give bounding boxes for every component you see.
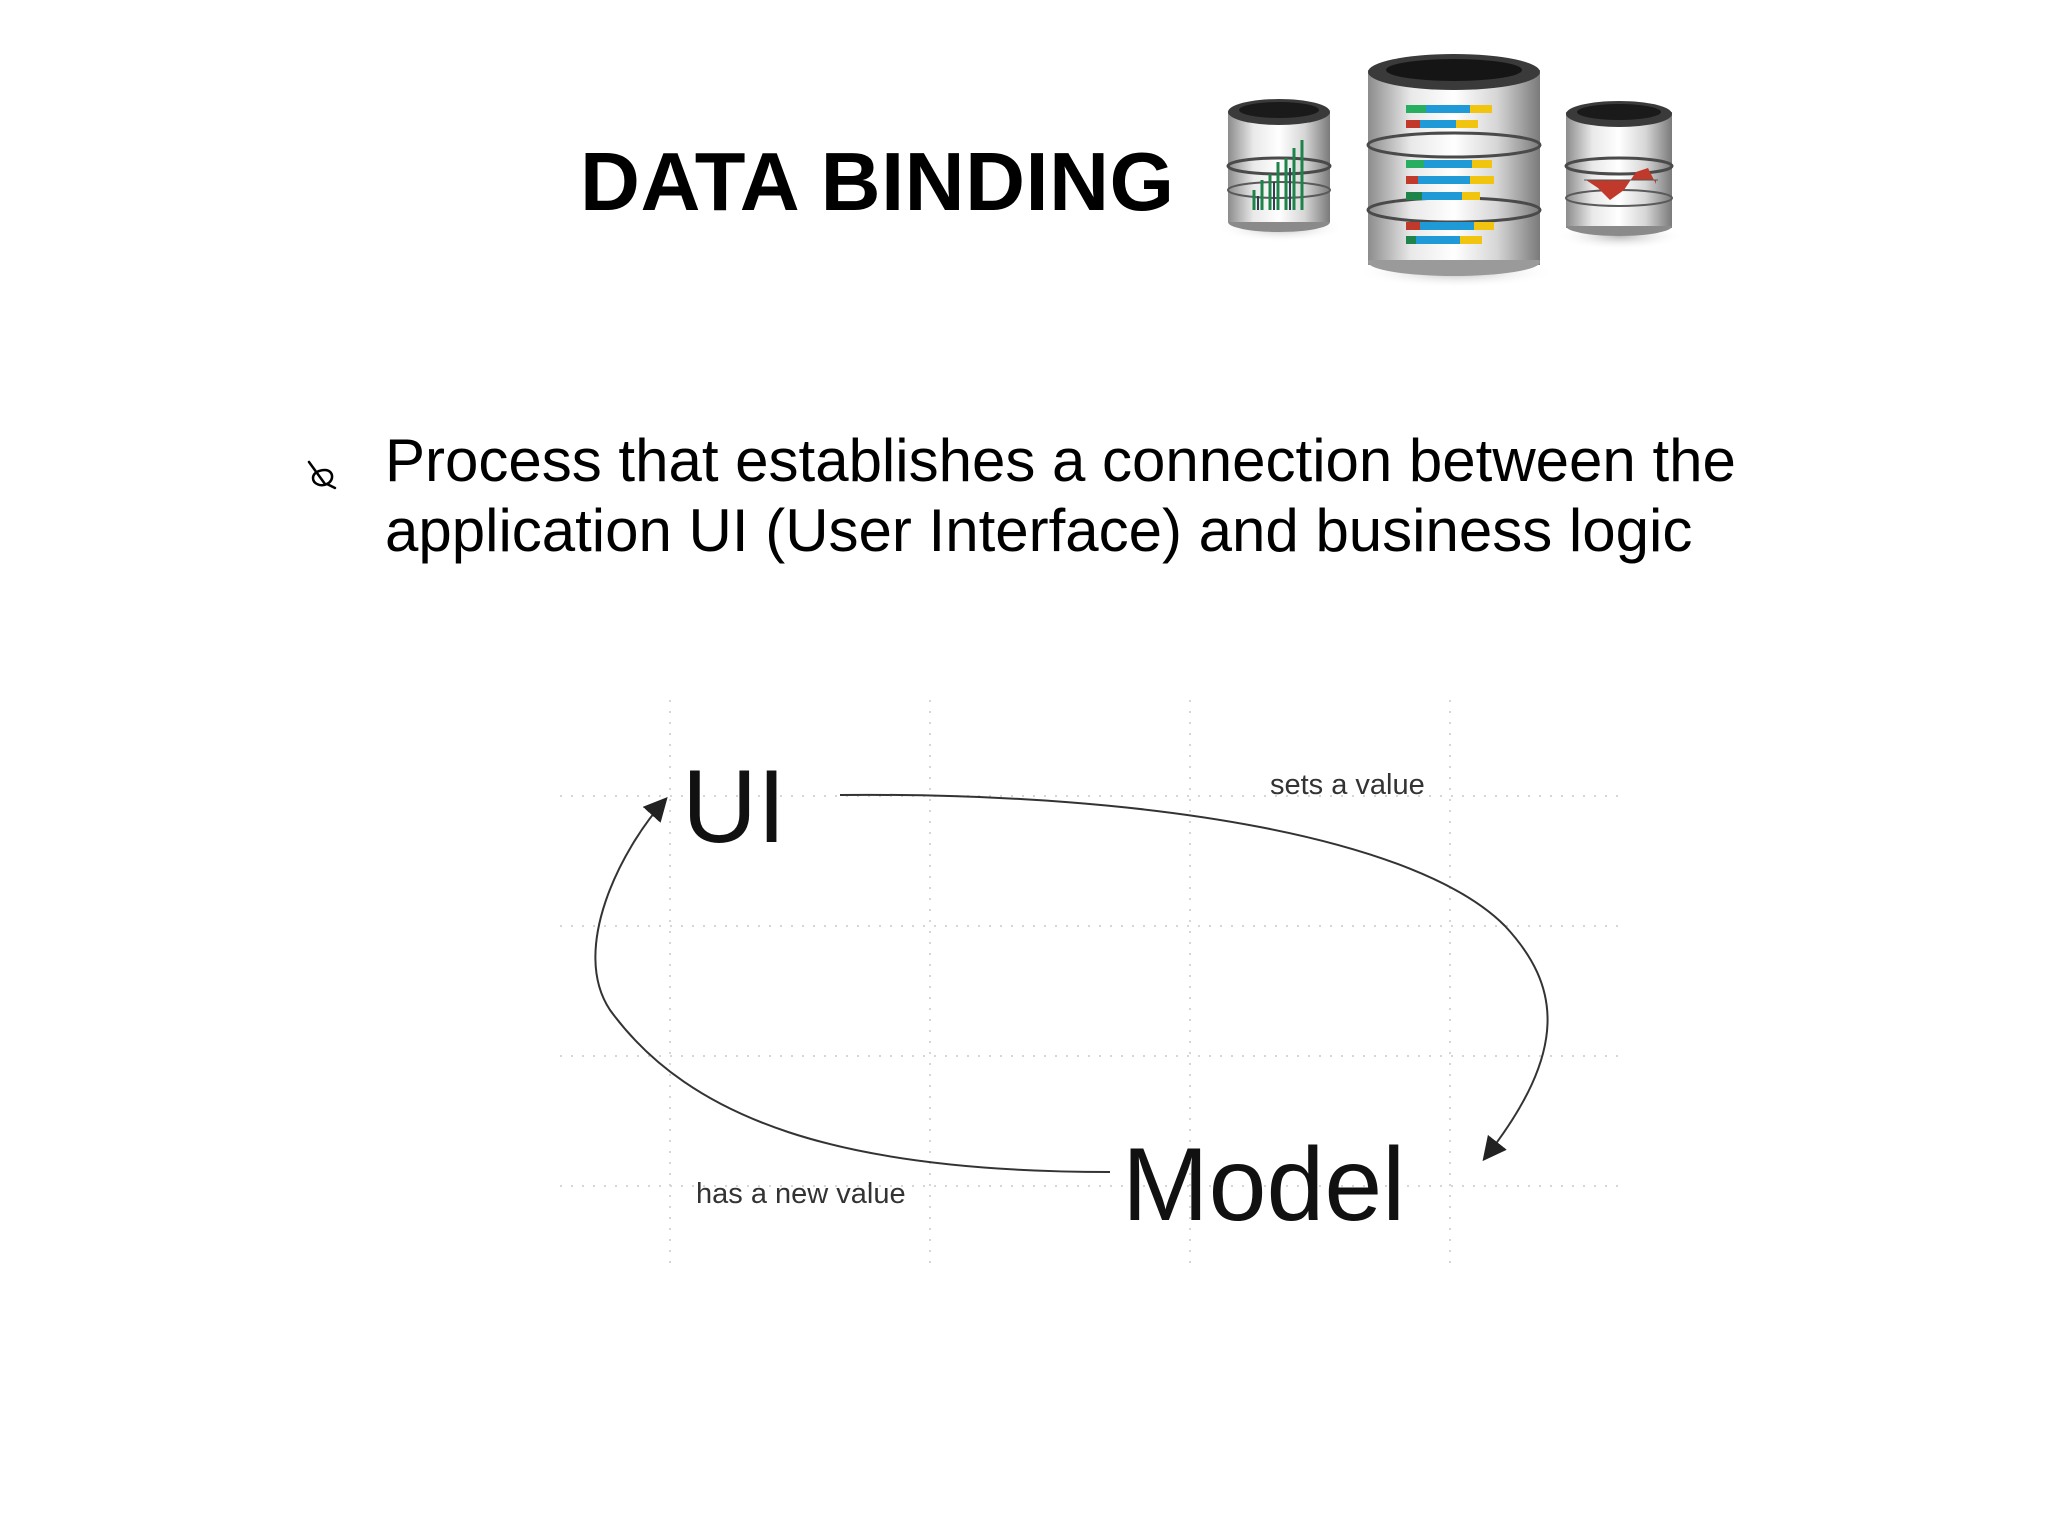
bullet-line-2: application UI (User Interface) and busi…	[385, 497, 1693, 564]
center-database-cylinder	[1356, 54, 1556, 288]
data-binding-diagram: UI Model sets a value has a new value	[560, 700, 1620, 1270]
sets-value-label: sets a value	[1270, 769, 1425, 801]
ui-node-label: UI	[682, 749, 786, 865]
model-node-label: Model	[1122, 1127, 1405, 1243]
slide-title: DATA BINDING	[580, 135, 1175, 228]
right-database-cylinder	[1556, 101, 1684, 250]
bullet-text: Process that establishes a connection be…	[385, 426, 1845, 566]
new-value-arrow	[594, 797, 1111, 1173]
sets-value-arrow	[839, 793, 1549, 1162]
bullet-line-1: Process that establishes a connection be…	[385, 427, 1736, 494]
left-database-cylinder	[1217, 99, 1345, 242]
database-stack-icon	[1217, 54, 1684, 288]
bullet-glyph-icon	[307, 460, 337, 490]
diagram-grid	[560, 700, 1620, 1270]
new-value-label: has a new value	[696, 1178, 906, 1210]
